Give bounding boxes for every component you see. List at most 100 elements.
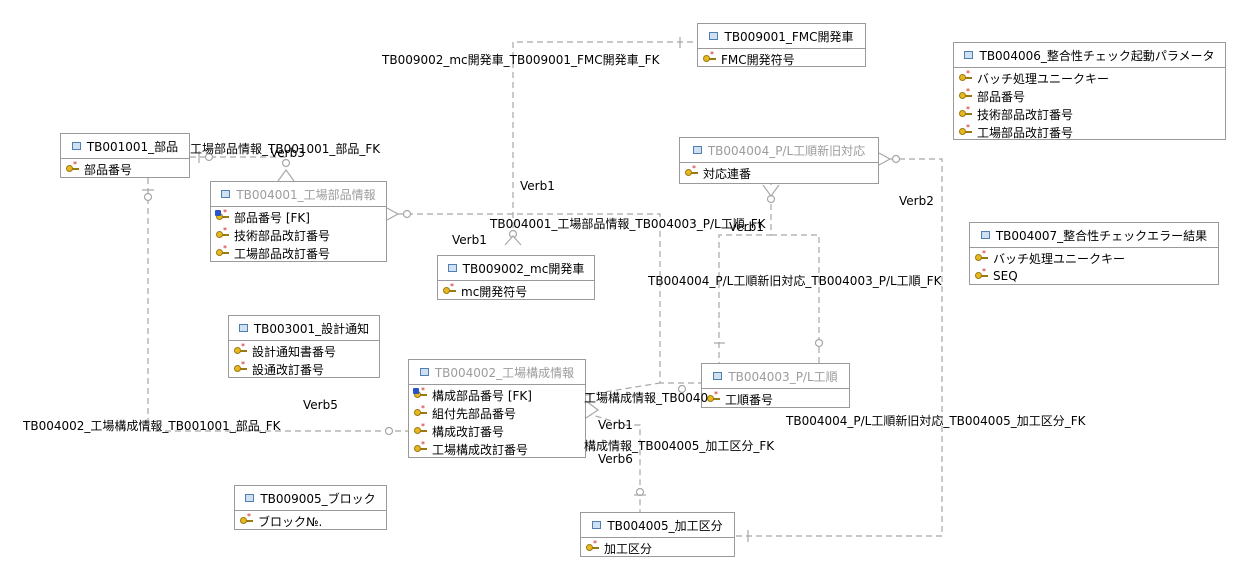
attribute-row[interactable]: * mc開発符号 <box>443 282 589 300</box>
attribute-row[interactable]: *工場部品改訂番号 <box>216 244 381 262</box>
verb-label[interactable]: Verb1 <box>729 220 764 234</box>
relationship-label[interactable]: TB004004_P/L工順新旧対応_TB004003_P/L工順_FK <box>648 274 942 288</box>
attribute-row[interactable]: *FMC開発符号 <box>703 50 860 68</box>
verb-label[interactable]: Verb1 <box>452 233 487 247</box>
entity-tb004005[interactable]: TB004005_加工区分 *加工区分 <box>580 512 735 557</box>
attribute-row[interactable]: *設計通知書番号 <box>234 342 374 360</box>
verb-label[interactable]: Verb3 <box>270 146 305 160</box>
attribute-label: SEQ <box>993 269 1018 283</box>
entity-tb004003[interactable]: TB004003_P/L工順 *工順番号 <box>701 363 850 408</box>
attribute-row[interactable]: *対応連番 <box>685 164 873 182</box>
attribute-row[interactable]: *工場構成改訂番号 <box>414 440 580 458</box>
entity-tb004004[interactable]: TB004004_P/L工順新旧対応 *対応連番 <box>679 137 879 184</box>
attribute-row[interactable]: * 構成改訂番号 <box>414 422 580 440</box>
entity-tb004002[interactable]: TB004002_工場構成情報 *構成部品番号 [FK] *組付先部品番号 *構… <box>408 359 586 458</box>
attribute-row[interactable]: * SEQ <box>975 267 1213 285</box>
attribute-label: mc開発符号 <box>461 284 528 299</box>
attribute-row[interactable]: *部品番号 <box>66 160 184 178</box>
attribute-row[interactable]: *部品番号 <box>959 87 1220 105</box>
entity-tb009005[interactable]: TB009005_ブロック *ブロック№. <box>234 485 387 530</box>
pk-key-icon: * <box>216 245 230 258</box>
attribute-row[interactable]: *バッチ処理ユニークキー <box>959 69 1220 87</box>
verb-label[interactable]: Verb1 <box>598 418 633 432</box>
table-icon <box>592 521 602 529</box>
attribute-row[interactable]: *バッチ処理ユニークキー <box>975 249 1213 267</box>
entity-header: TB003001_設計通知 <box>229 316 379 341</box>
entity-tb009001[interactable]: TB009001_FMC開発車 *FMC開発符号 <box>697 23 866 67</box>
attribute-row[interactable]: *構成部品番号 [FK] <box>413 386 580 404</box>
attribute-row[interactable]: *組付先部品番号 <box>414 404 580 422</box>
pk-fk-key-icon: * <box>215 209 230 222</box>
table-icon <box>713 372 723 380</box>
entity-title: TB009005_ブロック <box>260 491 376 506</box>
relationship-label[interactable]: TB004001_工場部品情報_TB004003_P/L工順_FK <box>490 217 766 231</box>
entity-tb004007[interactable]: TB004007_整合性チェックエラー結果 *バッチ処理ユニークキー * SEQ <box>969 222 1219 285</box>
pk-key-icon: * <box>443 283 457 296</box>
attribute-list: *バッチ処理ユニークキー * SEQ <box>970 248 1218 287</box>
entity-title: TB001001_部品 <box>86 139 179 154</box>
attribute-list: *対応連番 <box>680 163 878 184</box>
pk-key-icon: * <box>959 88 973 101</box>
relationship-shinkyu-pl-left <box>718 184 772 363</box>
relationship-label[interactable]: 工場構成情報_TB0040 <box>584 391 709 405</box>
attribute-list: *FMC開発符号 <box>698 49 865 70</box>
entity-header: TB009005_ブロック <box>235 486 386 511</box>
entity-title: TB003001_設計通知 <box>253 321 370 336</box>
verb-label[interactable]: Verb5 <box>303 398 338 412</box>
pk-key-icon: * <box>414 423 428 436</box>
attribute-row[interactable]: * 部品番号 [FK] <box>215 208 381 226</box>
entity-title: TB009002_mc開発車 <box>462 261 585 276</box>
attribute-list: *ブロック№. <box>235 511 386 532</box>
table-icon <box>221 190 231 198</box>
attribute-row[interactable]: *加工区分 <box>586 539 729 557</box>
entity-title: TB004006_整合性チェック起動パラメータ <box>979 48 1215 63</box>
verb-label[interactable]: Verb1 <box>520 179 555 193</box>
attribute-label: 設通改訂番号 <box>252 362 325 377</box>
attribute-row[interactable]: *技術部品改訂番号 <box>216 226 381 244</box>
attribute-list: * 部品番号 [FK] *技術部品改訂番号 *工場部品改訂番号 <box>211 207 386 264</box>
pk-key-icon: * <box>234 361 248 374</box>
pk-key-icon: * <box>216 227 230 240</box>
attribute-list: * mc開発符号 <box>438 281 594 302</box>
attribute-label: バッチ処理ユニークキー <box>993 251 1126 266</box>
attribute-label: 部品番号 [FK] <box>234 210 310 225</box>
attribute-row[interactable]: *工順番号 <box>707 390 844 408</box>
entity-header: TB004003_P/L工順 <box>702 364 849 389</box>
entity-tb004001[interactable]: TB004001_工場部品情報 * 部品番号 [FK] *技術部品改訂番号 *工場… <box>210 181 387 262</box>
entity-header: TB004001_工場部品情報 <box>211 182 386 207</box>
relationship-kosei-pl <box>585 382 661 396</box>
attribute-row[interactable]: * 設通改訂番号 <box>234 360 374 378</box>
entity-header: TB001001_部品 <box>61 134 189 159</box>
relationship-label[interactable]: TB004004_P/L工順新旧対応_TB004005_加工区分_FK <box>786 414 1086 428</box>
attribute-label: 構成改訂番号 <box>432 424 505 439</box>
relationship-label[interactable]: TB009002_mc開発車_TB009001_FMC開発車_FK <box>382 53 660 67</box>
pk-key-icon: * <box>586 540 600 553</box>
entity-header: TB004006_整合性チェック起動パラメータ <box>954 43 1225 68</box>
table-icon <box>447 264 457 272</box>
pk-key-icon: * <box>975 268 989 281</box>
relationship-label[interactable]: 構成情報_TB004005_加工区分_FK <box>584 439 775 453</box>
entity-tb004006[interactable]: TB004006_整合性チェック起動パラメータ *バッチ処理ユニークキー *部品… <box>953 42 1226 140</box>
relationship-kojo-pl <box>387 213 701 384</box>
table-icon <box>692 146 702 154</box>
table-icon <box>709 32 719 40</box>
pk-key-icon: * <box>240 513 254 526</box>
pk-fk-key-icon: * <box>413 387 428 400</box>
attribute-list: *加工区分 <box>581 538 734 559</box>
verb-label[interactable]: Verb2 <box>899 194 934 208</box>
entity-tb003001[interactable]: TB003001_設計通知 *設計通知書番号 * 設通改訂番号 <box>228 315 380 378</box>
attribute-row[interactable]: *工場部品改訂番号 <box>959 123 1220 141</box>
pk-key-icon: * <box>685 165 699 178</box>
relationship-label[interactable]: 工場部品情報_TB001001_部品_FK <box>190 142 381 156</box>
attribute-row[interactable]: *技術部品改訂番号 <box>959 105 1220 123</box>
entity-tb001001[interactable]: TB001001_部品 *部品番号 <box>60 133 190 178</box>
attribute-row[interactable]: *ブロック№. <box>240 512 381 530</box>
entity-title: TB004007_整合性チェックエラー結果 <box>995 228 1208 243</box>
attribute-label: 技術部品改訂番号 <box>977 107 1074 122</box>
relationship-label[interactable]: TB004002_工場構成情報_TB001001_部品_FK <box>23 419 281 433</box>
entity-tb009002[interactable]: TB009002_mc開発車 * mc開発符号 <box>437 255 595 300</box>
verb-label[interactable]: Verb6 <box>598 452 633 466</box>
attribute-list: *工順番号 <box>702 389 849 410</box>
entity-title: TB009001_FMC開発車 <box>724 29 854 44</box>
